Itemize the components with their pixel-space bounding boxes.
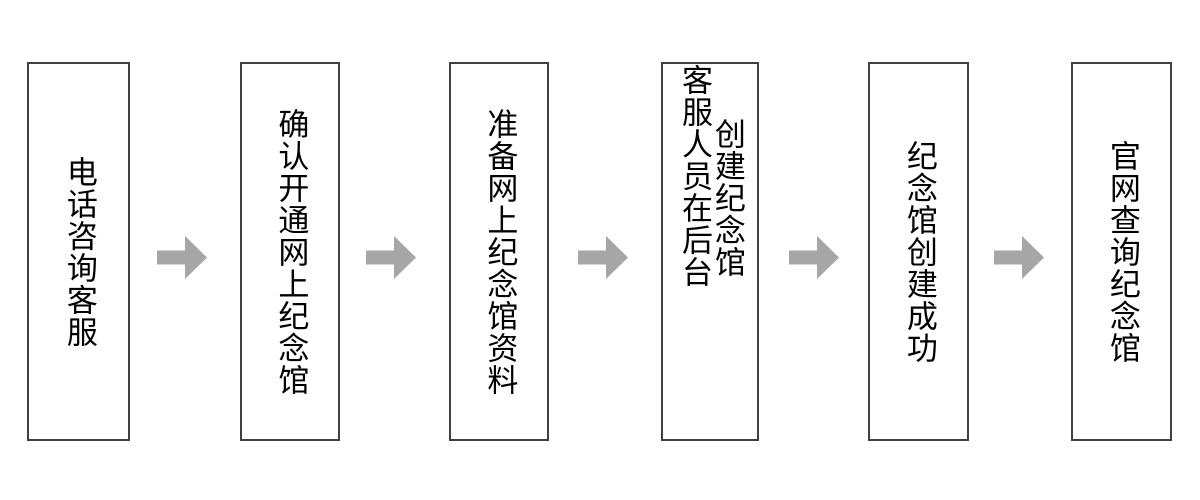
flow-node-5[interactable]: 纪念馆创建成功 bbox=[868, 62, 969, 441]
flow-arrow-4-icon bbox=[789, 236, 839, 279]
flow-node-2[interactable]: 确认开通网上纪念馆 bbox=[240, 62, 340, 441]
flow-arrow-3-icon bbox=[578, 236, 628, 279]
flow-arrow-5-icon bbox=[994, 236, 1044, 279]
flow-node-5-label: 纪念馆创建成功 bbox=[900, 139, 937, 364]
flow-node-1[interactable]: 电话咨询客服 bbox=[27, 62, 130, 441]
flow-node-2-label: 确认开通网上纪念馆 bbox=[272, 107, 309, 396]
flow-node-4-label-column-1: 创建纪念馆 bbox=[708, 118, 745, 278]
flow-node-3[interactable]: 准备网上纪念馆资料 bbox=[449, 62, 549, 441]
flow-node-4[interactable]: 创建纪念馆 客服人员在后台 bbox=[661, 62, 759, 441]
flow-arrow-1-icon bbox=[157, 236, 207, 279]
flow-node-6[interactable]: 官网查询纪念馆 bbox=[1071, 62, 1172, 441]
flow-node-1-label: 电话咨询客服 bbox=[60, 155, 97, 348]
flow-node-3-label: 准备网上纪念馆资料 bbox=[481, 107, 518, 396]
flow-node-6-label: 官网查询纪念馆 bbox=[1103, 139, 1140, 364]
flow-arrow-2-icon bbox=[366, 236, 416, 279]
flow-node-4-label-column-2: 客服人员在后台 bbox=[676, 64, 712, 288]
